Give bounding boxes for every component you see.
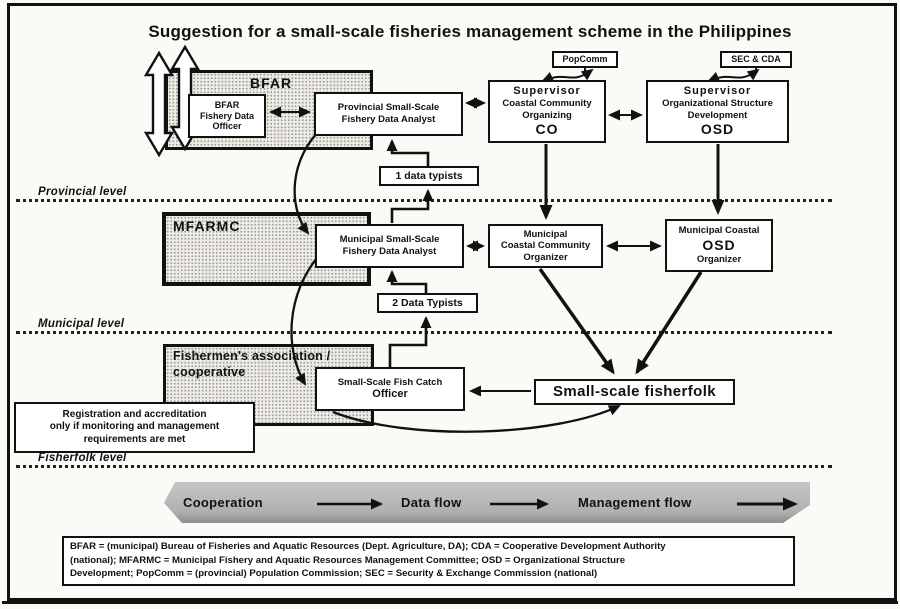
fisherfolk-box: Small-scale fisherfolk — [534, 379, 735, 405]
abbreviations-box: BFAR = (municipal) Bureau of Fisheries a… — [62, 536, 795, 586]
municipal-analyst-box: Municipal Small-Scale Fishery Data Analy… — [315, 224, 464, 268]
fisherfolk-level-label: Fisherfolk level — [38, 452, 127, 464]
registration-note-box: Registration and accreditation only if m… — [14, 402, 255, 453]
municipal-level-label: Municipal level — [38, 318, 125, 330]
fishermen-group-label: Fishermen's association / cooperative — [173, 349, 331, 379]
fisherfolk-level-line — [16, 465, 832, 468]
data-flow-label: Data flow — [401, 495, 462, 510]
abbreviations-line: (national); MFARMC = Municipal Fishery a… — [70, 554, 626, 566]
municipal-osd-box: Municipal Coastal OSD Organizer — [665, 219, 773, 272]
municipal-cco-box: Municipal Coastal Community Organizer — [488, 224, 603, 268]
abbreviations-line: Development; PopComm = (provincial) Popu… — [70, 568, 598, 580]
data-typists-1-box: 1 data typists — [379, 166, 479, 186]
cooperation-label: Cooperation — [183, 495, 263, 510]
supervisor-co-box: Supervisor Coastal Community Organizing … — [488, 80, 606, 143]
bfar-group-label: BFAR — [250, 75, 293, 91]
abbreviations-line: BFAR = (municipal) Bureau of Fisheries a… — [70, 541, 666, 552]
provincial-level-label: Provincial level — [38, 186, 127, 198]
provincial-level-line — [16, 199, 832, 202]
bottom-rule — [2, 601, 898, 604]
mfarmc-group-label: MFARMC — [173, 218, 241, 234]
sec-cda-box: SEC & CDA — [720, 51, 792, 68]
management-flow-label: Management flow — [578, 495, 692, 510]
bfar-fishery-data-officer-box: BFAR Fishery Data Officer — [188, 94, 266, 138]
fish-catch-officer-box: Small-Scale Fish Catch Officer — [315, 367, 465, 411]
provincial-analyst-box: Provincial Small-Scale Fishery Data Anal… — [314, 92, 463, 136]
supervisor-osd-box: Supervisor Organizational Structure Deve… — [646, 80, 789, 143]
data-typists-2-box: 2 Data Typists — [377, 293, 478, 313]
municipal-level-line — [16, 331, 832, 334]
outer-frame — [7, 3, 897, 601]
diagram-title: Suggestion for a small-scale fisheries m… — [148, 22, 792, 41]
popcomm-box: PopComm — [552, 51, 618, 68]
